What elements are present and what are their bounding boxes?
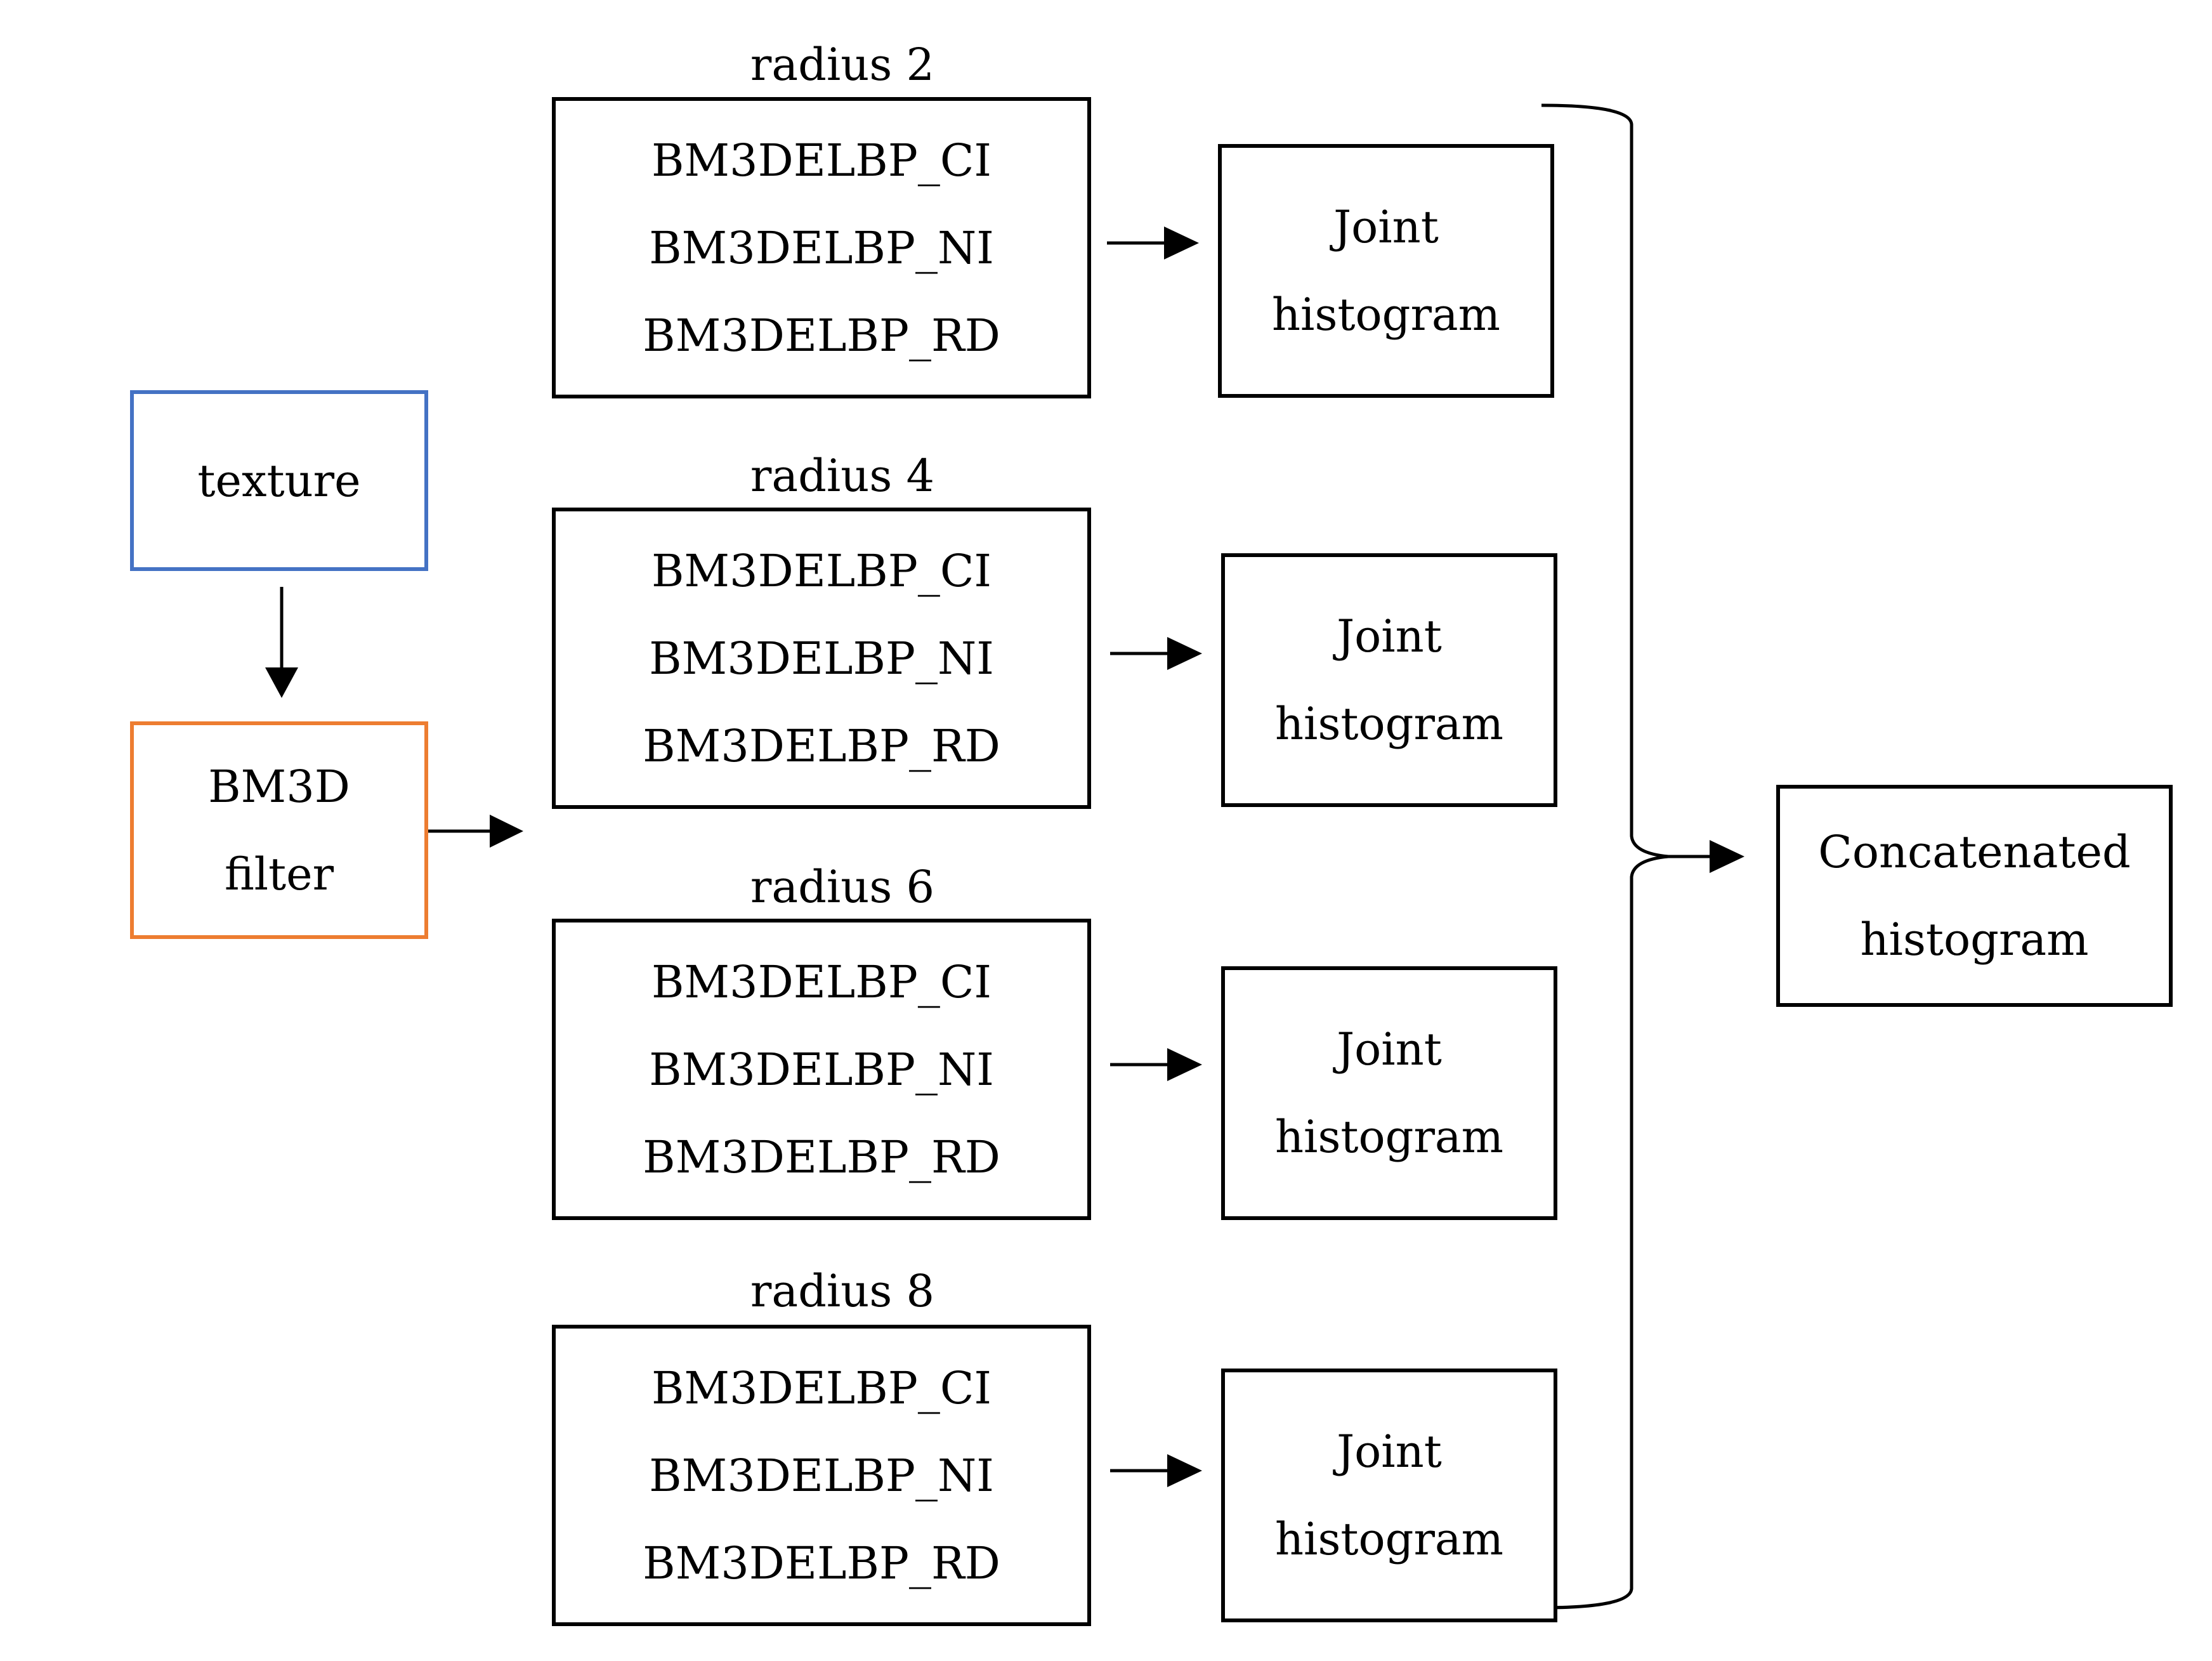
joint-histogram-box-4: Joint histogram xyxy=(1221,1369,1557,1622)
arrowhead-group-3 xyxy=(1167,1048,1202,1081)
merge-bracket xyxy=(1541,103,1669,1610)
feature-ci: BM3DELBP_CI xyxy=(651,1362,992,1414)
feature-ni: BM3DELBP_NI xyxy=(649,1043,994,1096)
joint-histogram-line1: Joint xyxy=(1337,610,1442,662)
concatenated-histogram-box: Concatenated histogram xyxy=(1776,785,2173,1007)
joint-histogram-line2: histogram xyxy=(1271,289,1501,341)
feature-box-1: BM3DELBP_CI BM3DELBP_NI BM3DELBP_RD xyxy=(552,97,1091,398)
arrowhead-group-4 xyxy=(1167,1454,1202,1487)
arrowhead-group-1 xyxy=(1164,226,1199,259)
joint-histogram-line1: Joint xyxy=(1337,1023,1442,1075)
feature-rd: BM3DELBP_RD xyxy=(643,719,1000,772)
joint-histogram-line2: histogram xyxy=(1274,698,1504,750)
joint-histogram-line2: histogram xyxy=(1274,1513,1504,1565)
radius-label-2: radius 4 xyxy=(750,450,935,502)
arrowhead-texture-to-filter xyxy=(265,667,298,698)
arrowhead-group-2 xyxy=(1167,637,1202,670)
feature-box-4: BM3DELBP_CI BM3DELBP_NI BM3DELBP_RD xyxy=(552,1325,1091,1626)
radius-label-4: radius 8 xyxy=(750,1265,935,1317)
feature-box-3: BM3DELBP_CI BM3DELBP_NI BM3DELBP_RD xyxy=(552,919,1091,1220)
feature-ci: BM3DELBP_CI xyxy=(651,955,992,1008)
texture-label: texture xyxy=(197,454,361,507)
arrowhead-filter-to-groups xyxy=(490,815,523,848)
bm3d-filter-box: BM3D filter xyxy=(130,721,428,939)
arrowhead-bracket-to-output xyxy=(1710,840,1744,873)
feature-rd: BM3DELBP_RD xyxy=(643,1131,1000,1183)
joint-histogram-box-1: Joint histogram xyxy=(1218,144,1554,398)
feature-ni: BM3DELBP_NI xyxy=(649,1449,994,1502)
radius-label-3: radius 6 xyxy=(750,861,935,913)
output-label-line1: Concatenated xyxy=(1818,826,2131,878)
radius-label-1: radius 2 xyxy=(750,39,935,91)
joint-histogram-line1: Joint xyxy=(1333,201,1439,253)
feature-rd: BM3DELBP_RD xyxy=(643,309,1000,362)
joint-histogram-box-3: Joint histogram xyxy=(1221,966,1557,1220)
feature-ci: BM3DELBP_CI xyxy=(651,544,992,597)
filter-label-line1: BM3D xyxy=(208,760,350,813)
feature-ni: BM3DELBP_NI xyxy=(649,221,994,274)
joint-histogram-line2: histogram xyxy=(1274,1111,1504,1163)
joint-histogram-line1: Joint xyxy=(1337,1426,1442,1478)
texture-box: texture xyxy=(130,390,428,571)
feature-box-2: BM3DELBP_CI BM3DELBP_NI BM3DELBP_RD xyxy=(552,508,1091,809)
output-label-line2: histogram xyxy=(1860,914,2089,966)
filter-label-line2: filter xyxy=(224,848,334,900)
feature-rd: BM3DELBP_RD xyxy=(643,1537,1000,1589)
feature-ni: BM3DELBP_NI xyxy=(649,632,994,685)
joint-histogram-box-2: Joint histogram xyxy=(1221,553,1557,807)
feature-ci: BM3DELBP_CI xyxy=(651,134,992,187)
